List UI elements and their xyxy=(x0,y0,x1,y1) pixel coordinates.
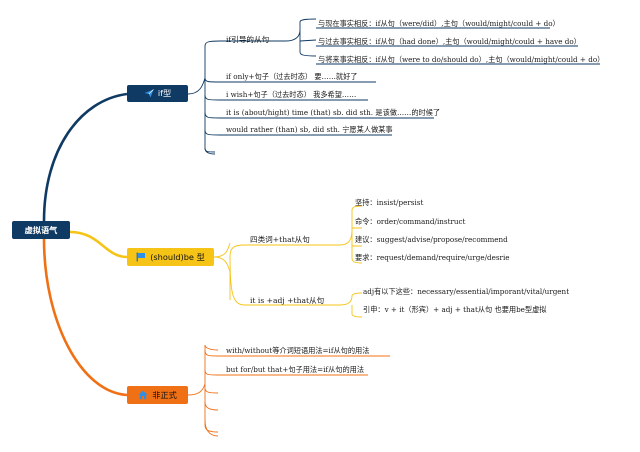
topic-i-wish: i wish+句子（过去时态） 我多希望…… xyxy=(226,90,357,99)
link-informal-empty-2 xyxy=(204,401,219,411)
topic-extension: 引申：v + it（形宾）+ adj + that从句 也要用be型虚拟 xyxy=(363,305,547,314)
link-root-should xyxy=(69,230,128,259)
link-if-empty xyxy=(204,147,216,153)
topic-it-is-adj: it is +adj +that从句 xyxy=(250,296,325,305)
link-four-sub-brace xyxy=(339,205,363,264)
topic-with-without: with/without等介词短语用法=if从句的用法 xyxy=(226,346,370,355)
branch-informal-label: 非正式 xyxy=(152,389,177,400)
link-but-for xyxy=(204,369,368,376)
topic-if-future: 与将来事实相反：if从句（were to do/should do）,主句（wo… xyxy=(318,55,605,64)
branch-if-label: if型 xyxy=(157,88,172,99)
link-if-only xyxy=(204,77,376,83)
flag-icon xyxy=(136,252,146,262)
topic-request: 要求：request/demand/require/urge/desrie xyxy=(355,253,510,262)
root-label: 虚拟语气 xyxy=(24,224,58,235)
home-icon xyxy=(138,390,148,400)
link-should-brace xyxy=(213,242,231,300)
root-node[interactable]: 虚拟语气 xyxy=(12,221,70,239)
topic-insist: 坚持：insist/persist xyxy=(355,198,424,207)
topic-if-clause: if引导的从句 xyxy=(226,35,270,44)
branch-should-label: (should)be 型 xyxy=(150,251,205,262)
link-if-sub-brace xyxy=(285,18,317,57)
topic-if-past: 与过去事实相反：if从句（had done）,主句（would/might/co… xyxy=(318,37,581,46)
topic-if-present: 与现在事实相反：if从句（were/did）,主句（would/might/co… xyxy=(318,19,560,28)
link-with-without xyxy=(204,349,390,357)
topic-if-only: if only+句子（过去时态） 要……就好了 xyxy=(226,72,358,81)
topic-but-for: but for/but that+句子用法=if从句的用法 xyxy=(226,365,365,374)
send-icon xyxy=(144,89,154,98)
topic-adj-list: adj有以下这些：necessary/essential/imporant/vi… xyxy=(363,287,570,296)
link-it-is-time xyxy=(204,111,434,119)
branch-should-node[interactable]: (should)be 型 xyxy=(127,248,214,266)
topic-would-rather: would rather (than) sb, did sth. 宁愿某人做某事 xyxy=(226,125,393,134)
link-root-if xyxy=(42,92,128,222)
topic-order: 命令：order/command/instruct xyxy=(355,217,466,226)
link-informal-brace xyxy=(187,344,219,433)
link-informal-empty-1 xyxy=(204,387,219,394)
link-i-wish xyxy=(204,94,368,101)
link-root-informal xyxy=(42,238,128,397)
topic-it-is-time: it is (about/hight) time (that) sb. did … xyxy=(226,108,441,117)
link-would-rather xyxy=(204,129,392,136)
topic-four-words: 四类词+that从句 xyxy=(250,235,310,244)
link-informal-empty-3 xyxy=(204,419,219,437)
link-adj-sub-brace xyxy=(339,292,363,318)
link-four-words xyxy=(229,244,340,258)
branch-informal-node[interactable]: 非正式 xyxy=(127,386,188,404)
link-it-is-adj xyxy=(229,256,340,306)
topic-suggest: 建议：suggest/advise/propose/recommend xyxy=(355,235,508,244)
link-if-clause xyxy=(204,40,286,47)
branch-if-node[interactable]: if型 xyxy=(127,85,188,102)
link-if-brace xyxy=(187,77,216,155)
